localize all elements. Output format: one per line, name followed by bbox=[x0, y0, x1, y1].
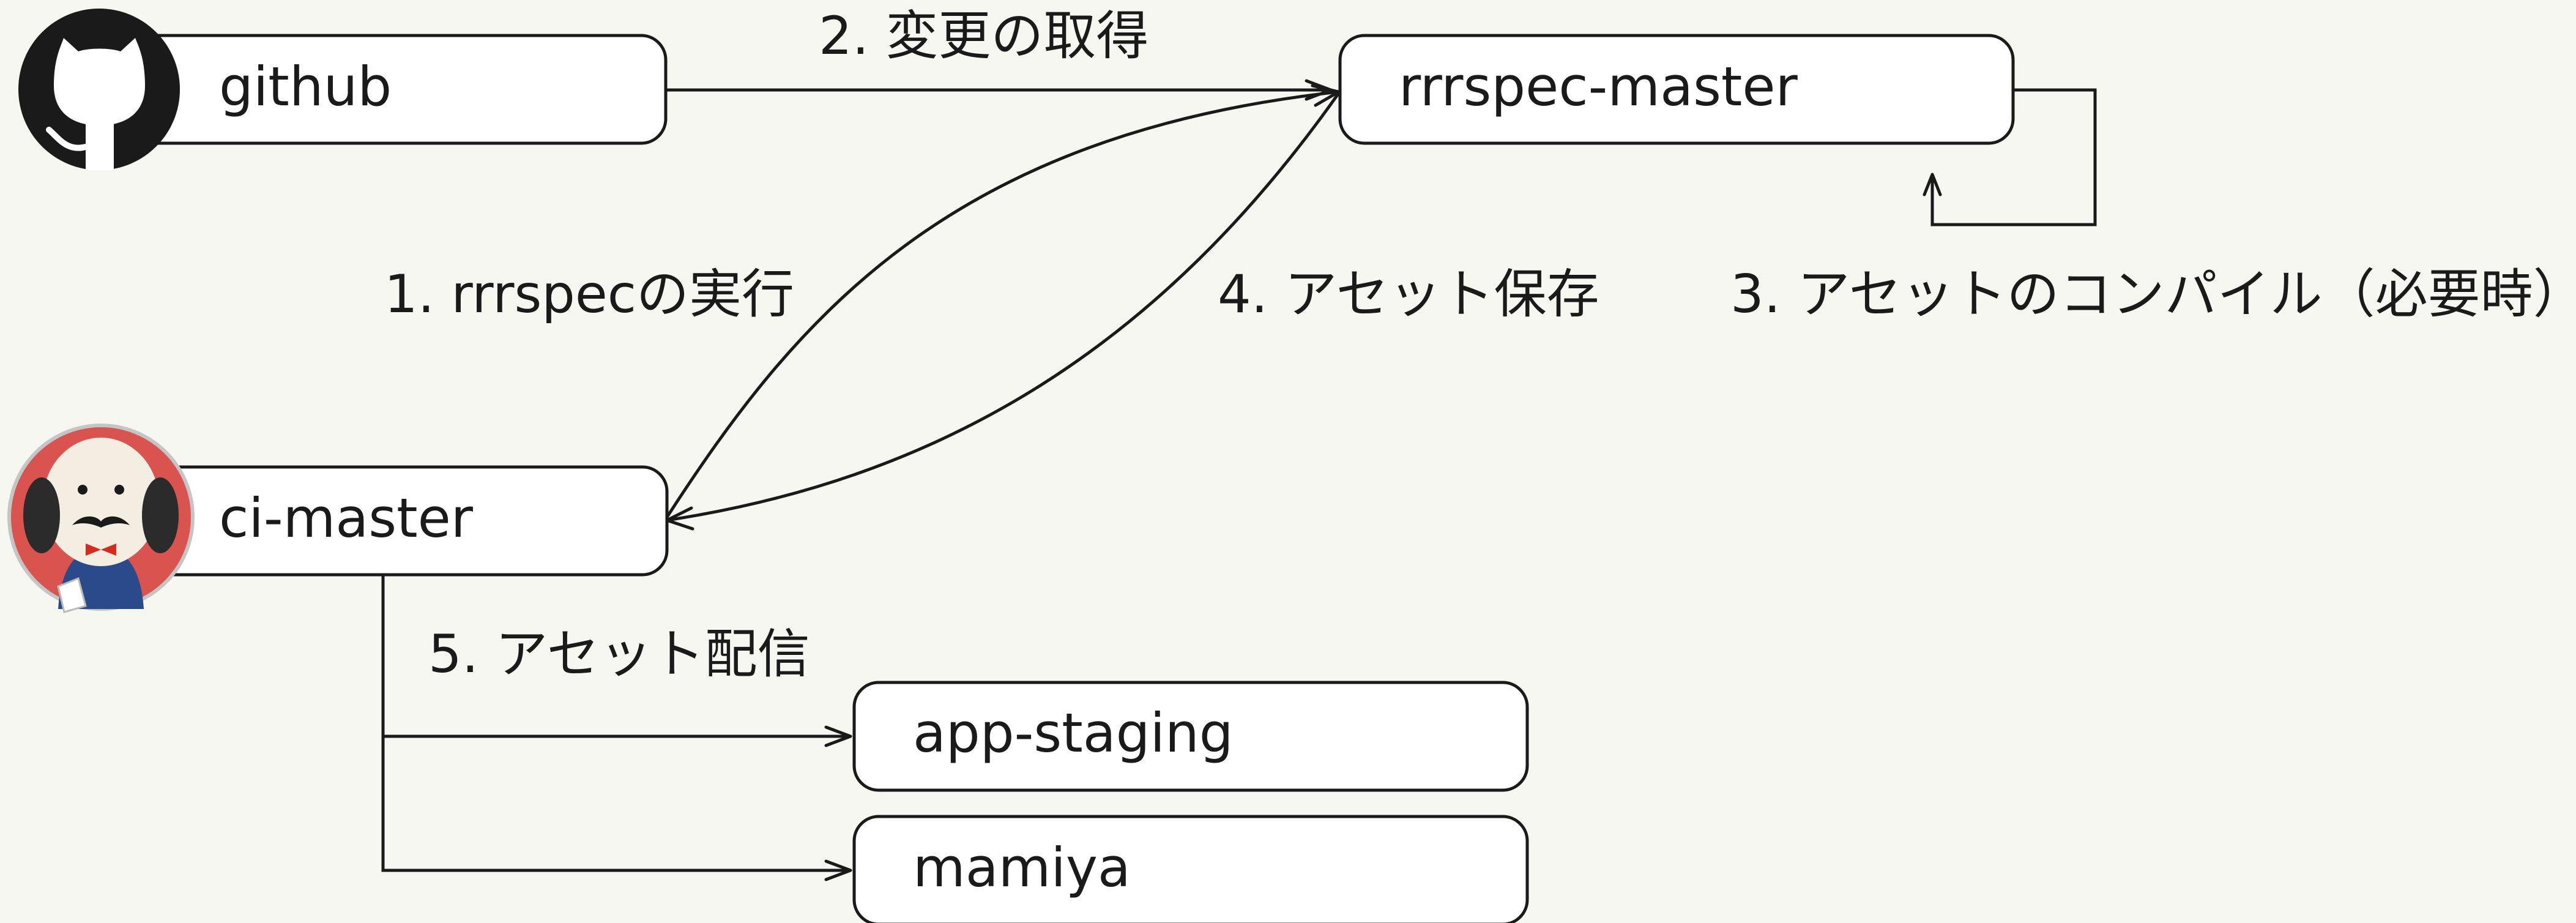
node-label-github: github bbox=[219, 55, 392, 118]
edge-compile-assets bbox=[1923, 88, 2097, 226]
node-rrrspec-master: rrrspec-master bbox=[1338, 34, 2015, 145]
node-label-app-staging: app-staging bbox=[913, 701, 1234, 764]
edge-distribute-assets bbox=[381, 574, 852, 881]
node-ci-master: ci-master bbox=[90, 465, 669, 577]
node-app-staging: app-staging bbox=[852, 681, 1529, 792]
edge-fetch-changes bbox=[666, 79, 1333, 101]
node-mamiya: mamiya bbox=[852, 815, 1529, 923]
edge-label-run-rrrspec: 1. rrrspecの実行 bbox=[384, 264, 794, 325]
jenkins-butler-icon bbox=[7, 424, 195, 613]
edge-label-distribute-assets: 5. アセット配信 bbox=[428, 624, 810, 685]
edge-label-compile-assets: 3. アセットのコンパイル（必要時） bbox=[1730, 264, 2576, 325]
node-github: github bbox=[90, 34, 668, 145]
node-label-rrrspec-master: rrrspec-master bbox=[1399, 55, 1798, 118]
edge-label-fetch-changes: 2. 変更の取得 bbox=[819, 6, 1148, 67]
node-label-ci-master: ci-master bbox=[219, 487, 474, 550]
github-octocat-icon bbox=[18, 9, 180, 170]
edge-label-save-assets: 4. アセット保存 bbox=[1218, 264, 1599, 325]
node-label-mamiya: mamiya bbox=[913, 836, 1131, 899]
